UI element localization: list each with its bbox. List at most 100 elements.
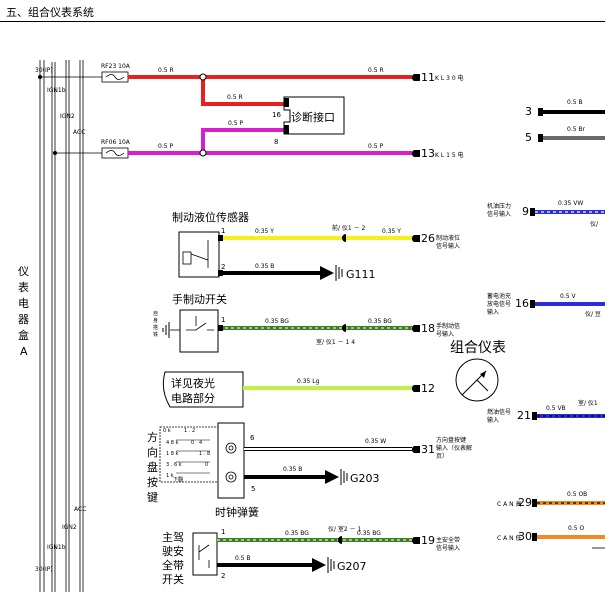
svg-text:1 . 8: 1 . 8: [199, 451, 210, 457]
svg-text:0.35 BG: 0.35 BG: [368, 318, 392, 325]
wire-steering-white: 0.35 W: [244, 438, 412, 451]
svg-text:室/ 仪1: 室/ 仪1: [578, 399, 598, 407]
instrument-cluster-label: 组合仪表: [450, 340, 506, 356]
svg-text:31: 31: [421, 443, 435, 456]
connector-11: 11 K L 3 0 电: [411, 71, 464, 84]
svg-text:4 8 k: 4 8 k: [166, 440, 179, 446]
rail-label-acc-bottom: ACC: [74, 506, 86, 513]
svg-text:1 8 k: 1 8 k: [166, 451, 179, 457]
svg-text:电: 电: [18, 297, 29, 310]
driver-seatbelt-switch: 主驾 驶安 全带 开关 1 2: [162, 528, 225, 586]
wire-magenta-kl15: 0.5 P 0.5 P 0.5 P: [128, 120, 412, 157]
right-connector-3: 3 0.5 B: [525, 99, 605, 118]
svg-text:6: 6: [250, 434, 255, 442]
svg-text:盘: 盘: [147, 460, 158, 474]
svg-text:18: 18: [421, 322, 435, 335]
svg-text:全带: 全带: [162, 558, 184, 572]
svg-text:蓄电池充: 蓄电池充: [487, 292, 511, 300]
clock-spring: 时钟弹簧 6 5: [215, 422, 259, 519]
svg-text:0.5 VB: 0.5 VB: [546, 405, 566, 412]
svg-text:信号输入: 信号输入: [487, 210, 511, 218]
svg-text:RF06 10A: RF06 10A: [101, 139, 131, 146]
svg-text:手制动信: 手制动信: [436, 322, 460, 330]
fuse-rf23: RF23 10A: [101, 63, 131, 83]
svg-text:号输入: 号输入: [436, 330, 454, 338]
svg-text:表: 表: [18, 280, 29, 294]
svg-text:12: 12: [421, 382, 435, 395]
svg-text:0.35 VW: 0.35 VW: [558, 200, 583, 207]
svg-text:1: 1: [221, 316, 225, 324]
wire-red-kl30: 0.5 R 0.5 R 0.5 R: [128, 67, 412, 106]
svg-text:搭: 搭: [153, 324, 158, 331]
svg-text:诊断接口: 诊断接口: [291, 110, 335, 124]
svg-text:0: 0: [191, 440, 194, 446]
svg-text:0.5 V: 0.5 V: [560, 293, 576, 300]
rail-label-30-top: 30(IP): [35, 67, 53, 74]
svg-text:按: 按: [147, 475, 158, 489]
svg-text:手制动开关: 手制动开关: [172, 292, 227, 306]
svg-text:9: 9: [522, 205, 529, 218]
cluster-symbol-icon: [455, 358, 499, 402]
svg-text:30: 30: [518, 530, 532, 543]
svg-text:仪/ 豆: 仪/ 豆: [585, 311, 601, 318]
svg-text:0.35 BG: 0.35 BG: [285, 530, 309, 537]
svg-text:0.35 Y: 0.35 Y: [382, 228, 401, 235]
svg-text:0 k: 0 k: [163, 428, 171, 434]
svg-text:0.35 BG: 0.35 BG: [357, 530, 381, 537]
svg-text:0.35 B: 0.35 B: [283, 466, 302, 473]
svg-text:制动液位: 制动液位: [436, 234, 460, 242]
svg-text:驶安: 驶安: [162, 544, 184, 558]
svg-text:器: 器: [18, 313, 29, 326]
svg-text:前/ 仪1 － 2: 前/ 仪1 － 2: [332, 224, 366, 232]
supply-rails: [39, 60, 84, 592]
svg-text:输入（仪表解: 输入（仪表解: [436, 444, 472, 452]
wire-brake-ground: 0.35 B G111: [218, 263, 376, 281]
wire-seatbelt-ground: 0.5 B G207: [217, 555, 367, 573]
fuse-box-label: 仪 表 电 器 盒 A: [18, 265, 29, 358]
svg-text:2: 2: [221, 263, 225, 271]
svg-text:下翻: 下翻: [173, 476, 183, 483]
steering-wheel-buttons: 方 向 盘 按 键 0 k 4 8 k 1 8 k 3 . 6 k 1 k 1 …: [147, 426, 219, 504]
svg-text:1: 1: [221, 528, 225, 536]
svg-text:3: 3: [525, 105, 532, 118]
svg-text:键: 键: [147, 490, 158, 504]
svg-text:主安全带: 主安全带: [436, 536, 460, 544]
rail-label-ign1b-top: IGN1b: [47, 87, 66, 94]
svg-text:室/ 仪1 － 1 4: 室/ 仪1 － 1 4: [316, 338, 355, 346]
svg-text:仪: 仪: [18, 265, 29, 278]
svg-text:主驾: 主驾: [162, 531, 184, 544]
svg-text:信号输入: 信号输入: [436, 242, 460, 250]
svg-text:自: 自: [153, 310, 158, 317]
page-title: 五、组合仪表系统: [6, 6, 94, 19]
svg-text:仪/ 室2 － 1: 仪/ 室2 － 1: [328, 525, 362, 533]
svg-text:0.35 BG: 0.35 BG: [265, 318, 289, 325]
svg-text:0.5 R: 0.5 R: [158, 67, 174, 74]
rail-label-ign1b-bottom: IGN1b: [47, 544, 66, 551]
svg-text:盒: 盒: [18, 328, 29, 342]
svg-text:0.5 P: 0.5 P: [228, 120, 243, 127]
night-light-reference-box: 详见夜光 电路部分: [162, 371, 244, 408]
svg-text:放电信号: 放电信号: [487, 300, 511, 308]
svg-text:0.5 B: 0.5 B: [235, 555, 251, 562]
connector-26: 26 制动液位 信号输入: [411, 232, 460, 250]
right-connector-30: C A N 低 30 0.5 O: [497, 525, 605, 549]
svg-text:0.5 P: 0.5 P: [158, 143, 173, 150]
svg-text:铁: 铁: [153, 331, 158, 338]
right-connector-29: C A N 高 29 0.5 OB: [497, 491, 605, 509]
right-connector-9: 机油压力 信号输入 9 0.35 VW 仪/: [487, 200, 605, 228]
svg-text:19: 19: [421, 534, 435, 547]
wire-steering-ground: 0.35 B G203: [244, 466, 380, 485]
svg-text:2: 2: [221, 572, 225, 580]
svg-text:0.5 R: 0.5 R: [227, 94, 243, 101]
svg-text:0.5 P: 0.5 P: [368, 143, 383, 150]
svg-text:RF23 10A: RF23 10A: [101, 63, 131, 70]
svg-text:身: 身: [153, 317, 158, 324]
svg-text:29: 29: [518, 496, 532, 509]
svg-text:1: 1: [221, 227, 225, 235]
rail-label-ign2-bottom: IGN2: [62, 524, 77, 531]
connector-31: 31 方向盘按键 输入（仪表解 页）: [411, 436, 472, 460]
svg-text:信号输入: 信号输入: [436, 544, 460, 552]
svg-text:1 . 2: 1 . 2: [184, 428, 195, 434]
svg-text:0.5 O: 0.5 O: [568, 525, 584, 532]
